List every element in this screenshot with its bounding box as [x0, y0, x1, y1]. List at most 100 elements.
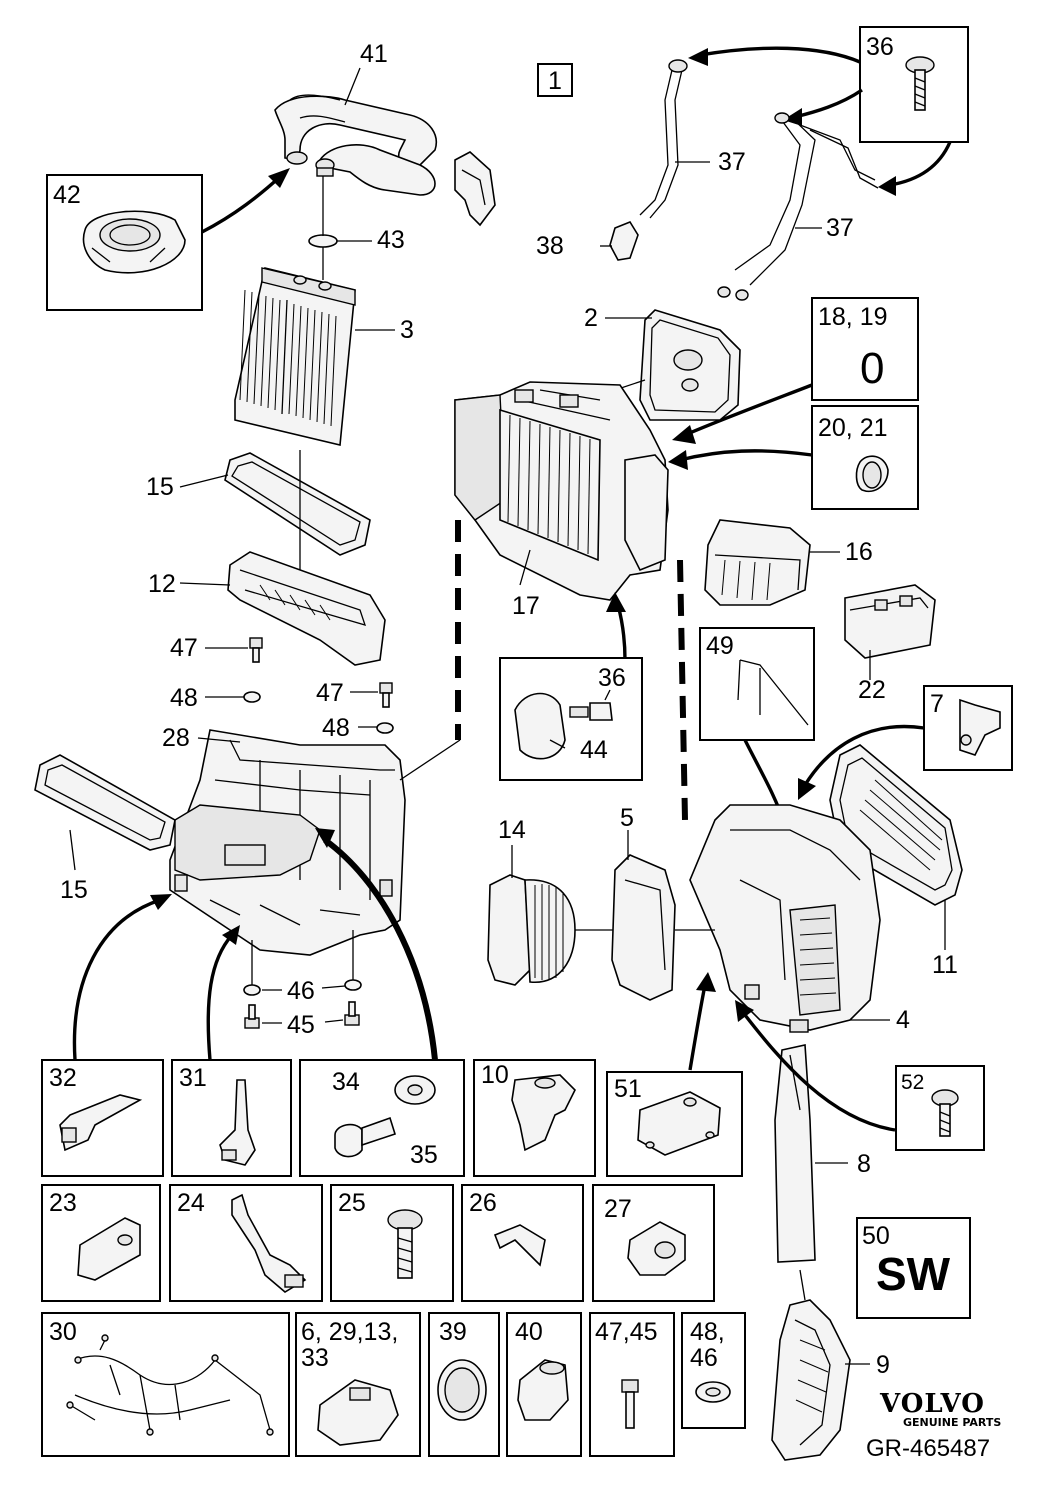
- heater-housing-main: [169, 729, 461, 956]
- label-26: 26: [469, 1189, 497, 1217]
- label-18-19: 18, 19: [818, 303, 888, 331]
- heater-core-3: [234, 267, 395, 446]
- arrow-36-b: [794, 88, 863, 119]
- part-16: [704, 519, 840, 606]
- box-1: [537, 63, 573, 97]
- arrow-36-a: [699, 46, 861, 64]
- brand-tagline: GENUINE PARTS: [903, 1416, 1001, 1429]
- label-39: 39: [439, 1318, 467, 1346]
- label-49: 49: [706, 632, 734, 660]
- label-22: 22: [858, 676, 886, 704]
- arrow-7: [803, 724, 925, 786]
- label-31: 31: [179, 1064, 207, 1092]
- arrow-51: [688, 984, 707, 1071]
- label-10: 10: [481, 1061, 509, 1089]
- housing-12: [179, 551, 386, 666]
- label-35: 35: [410, 1141, 438, 1169]
- label-48-left: 48: [170, 684, 198, 712]
- arrow-32: [72, 898, 161, 1061]
- brand-logo: VOLVO: [879, 1389, 985, 1419]
- box-36-44: [499, 657, 643, 781]
- label-27: 27: [604, 1195, 632, 1223]
- label-44: 44: [580, 736, 608, 764]
- o-ring-43: [308, 234, 338, 248]
- label-32: 32: [49, 1064, 77, 1092]
- label-48-right: 48: [322, 714, 350, 742]
- evaporator-unit: [454, 381, 669, 601]
- label-25: 25: [338, 1189, 366, 1217]
- label-16: 16: [845, 538, 873, 566]
- box-48-46: [681, 1312, 746, 1429]
- screw-47-left: [205, 637, 263, 663]
- box-10: [473, 1059, 596, 1177]
- heater-hose-assembly: [274, 67, 496, 227]
- hose-37-right: [717, 112, 879, 301]
- label-47-left: 47: [170, 634, 198, 662]
- washer-48-right: [376, 722, 394, 734]
- label-23: 23: [49, 1189, 77, 1217]
- gasket-15-left: [34, 754, 176, 871]
- label-47-45: 47,45: [595, 1318, 658, 1346]
- part-9: [771, 1269, 870, 1461]
- cover-2: [605, 309, 741, 421]
- washer-48-left: [243, 691, 261, 703]
- label-8: 8: [857, 1150, 871, 1178]
- label-45: 45: [287, 1011, 315, 1039]
- part-22: [844, 584, 936, 680]
- box-7: [923, 685, 1013, 771]
- screw-45-right: [344, 1001, 360, 1026]
- screw-47-right: [350, 682, 393, 708]
- label-33: 33: [301, 1344, 329, 1372]
- label-41: 41: [360, 40, 388, 68]
- label-15-top: 15: [146, 473, 174, 501]
- label-51: 51: [614, 1075, 642, 1103]
- box-18-19: [811, 297, 919, 401]
- label-4: 4: [896, 1006, 910, 1034]
- arrow-20-21: [679, 449, 813, 462]
- reference-code: GR-465487: [866, 1435, 990, 1462]
- label-36-mid: 36: [598, 664, 626, 692]
- label-30: 30: [49, 1318, 77, 1346]
- label-11: 11: [932, 951, 958, 979]
- label-sw: SW: [876, 1248, 951, 1300]
- washer-46-left: [243, 984, 261, 996]
- label-12: 12: [148, 570, 176, 598]
- washer-46-right: [344, 979, 362, 991]
- box-40: [506, 1312, 582, 1457]
- box-6-29-13-33: [295, 1312, 421, 1457]
- label-7: 7: [930, 690, 944, 718]
- label-1: 1: [548, 67, 562, 95]
- filter-11: [829, 744, 963, 950]
- part-8: [774, 1044, 848, 1263]
- label-9: 9: [876, 1351, 890, 1379]
- label-37-a: 37: [718, 148, 746, 176]
- label-50: 50: [862, 1222, 890, 1250]
- label-38: 38: [536, 232, 564, 260]
- label-42: 42: [53, 181, 81, 209]
- blower-housing-4: [689, 804, 890, 1033]
- box-20-21: [811, 405, 919, 510]
- box-25: [330, 1184, 454, 1302]
- dashed-line-right: [677, 559, 688, 821]
- label-24: 24: [177, 1189, 205, 1217]
- box-27: [592, 1184, 715, 1302]
- box-49: [699, 627, 815, 741]
- box-26: [461, 1184, 584, 1302]
- box-39: [428, 1312, 500, 1457]
- label-2: 2: [584, 304, 598, 332]
- arrow-34-35: [323, 837, 438, 1061]
- box-34-35: [299, 1059, 465, 1177]
- box-52: [895, 1065, 985, 1151]
- label-6-29-13: 6, 29,13,: [301, 1318, 398, 1346]
- label-0: 0: [860, 344, 884, 393]
- label-17: 17: [512, 592, 540, 620]
- hose-37-left: [600, 59, 710, 261]
- box-47-45: [589, 1312, 675, 1457]
- label-46: 46: [287, 977, 315, 1005]
- label-48: 48,: [690, 1318, 725, 1346]
- part-5: [611, 830, 715, 1001]
- label-46-box: 46: [690, 1344, 718, 1372]
- label-3: 3: [400, 316, 414, 344]
- box-42: [46, 174, 203, 311]
